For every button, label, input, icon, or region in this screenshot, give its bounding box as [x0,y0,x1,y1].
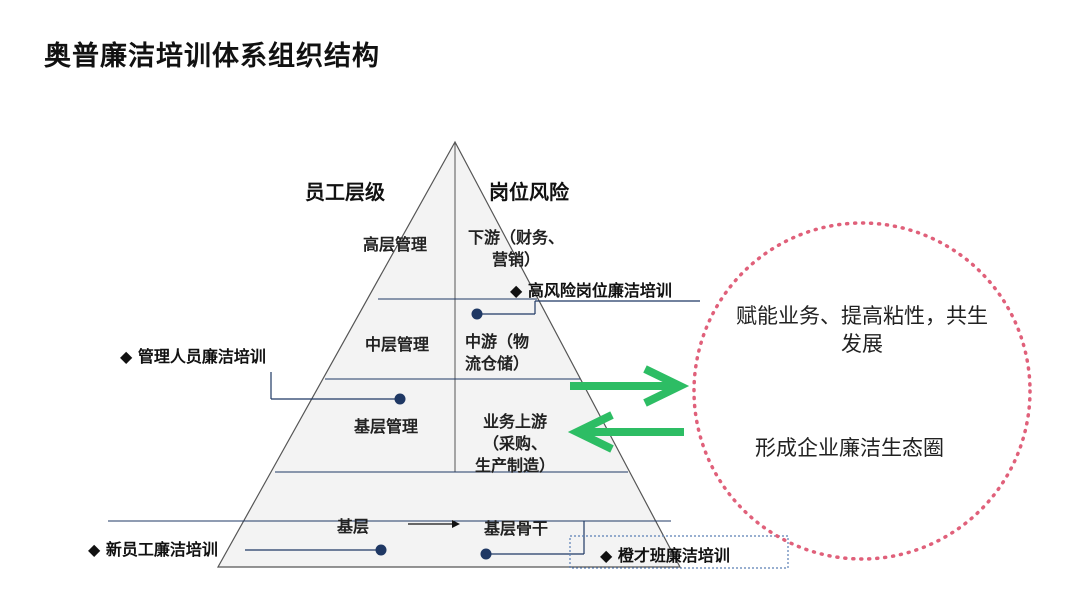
risk-downstream: 下游（财务、 营销） [460,227,572,271]
risk-upstream-line3: 生产制造） [474,456,555,475]
connector-management [270,372,406,405]
risk-upstream: 业务上游 （采购、 生产制造） [460,411,570,477]
header-position-risk: 岗位风险 [489,180,569,204]
header-staff-level: 员工层级 [305,180,385,204]
training-new-staff: ◆ 新员工廉洁培训 [88,536,218,560]
bullet-diamond-icon: ◆ [120,347,133,366]
risk-upstream-line1: 业务上游 [482,412,547,431]
risk-downstream-line1: 下游（财务、 [467,228,564,247]
training-high-risk: ◆ 高风险岗位廉洁培训 [510,277,672,301]
bullet-diamond-icon: ◆ [510,281,523,300]
level-base-backbone: 基层骨干 [484,519,549,538]
pyramid-shape [216,140,681,568]
training-orange: ◆ 橙才班廉洁培训 [600,542,730,566]
promotion-arrow [408,520,460,528]
green-arrow-left [567,411,684,453]
bullet-diamond-icon: ◆ [88,540,101,559]
risk-midstream: 中游（物 流仓储） [465,331,529,375]
green-arrow-right [570,365,690,407]
page-title: 奥普廉洁培训体系组织结构 [44,41,380,72]
training-high-risk-label: 高风险岗位廉洁培训 [527,281,672,300]
risk-upstream-line2: （采购、 [482,434,547,453]
level-base: 基层 [337,517,370,536]
risk-midstream-line2: 流仓储） [465,354,530,373]
connector-new-staff [245,544,387,556]
training-new-staff-label: 新员工廉洁培训 [105,540,218,559]
level-frontline-management: 基层管理 [354,417,419,436]
risk-downstream-line2: 营销） [491,250,540,269]
level-senior-management: 高层管理 [363,235,428,254]
training-management-label: 管理人员廉洁培训 [137,347,266,366]
orange-training-box [569,535,789,569]
level-middle-management: 中层管理 [365,335,430,354]
circle-text-ecosystem: 形成企业廉洁生态圈 [755,436,944,460]
connector-orange [480,521,585,560]
training-orange-label: 橙才班廉洁培训 [617,546,730,565]
bullet-diamond-icon: ◆ [600,546,613,565]
training-management: ◆ 管理人员廉洁培训 [120,343,266,367]
circle-text-empower: 赋能业务、提高粘性，共生发展 [736,304,988,356]
connector-high-risk [471,300,700,320]
risk-midstream-line1: 中游（物 [465,332,530,351]
ecosystem-circle [692,221,1032,561]
